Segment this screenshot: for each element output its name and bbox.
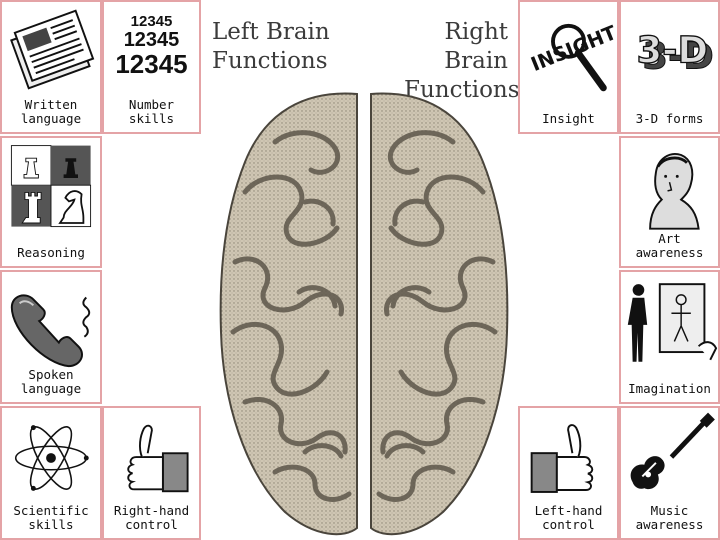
insight-word: INSIGHT [528,21,617,76]
left-gyri [230,130,352,502]
right-thumbs-up-icon [127,424,189,493]
left-hand-control-label: Left-hand control [534,503,603,532]
three-d-front: 3-D [637,29,709,72]
tile-right-hand-control: Right-hand control [102,406,201,540]
imagination-label: Imagination [628,381,711,396]
atom-icon [14,425,89,491]
spoken-language-label: Spoken language [20,367,82,396]
number-medium: 12345 [123,28,180,51]
tile-insight: INSIGHT Insight [518,0,619,134]
art-awareness-label: Art awareness [635,231,704,260]
tile-3d-forms: 3-D 3-D 3-D forms [619,0,720,134]
right-hand-control-label: Right-hand control [113,503,190,532]
written-language-label: Written language [20,97,82,126]
number-skills-label: Number skills [128,97,175,126]
brain-illustration [219,92,509,536]
tile-reasoning: Reasoning [0,136,102,268]
guitar-icon [630,412,715,490]
left-brain-heading: Left Brain Functions [212,19,330,74]
tile-written-language: Written language [0,0,102,134]
music-awareness-label: Music awareness [635,503,704,532]
three-d-shadow: 3-D [642,34,714,77]
left-thumbs-up-icon [530,424,594,493]
tile-music-awareness: Music awareness [619,406,720,540]
right-gyri [376,130,498,502]
newspaper-icon [10,9,95,90]
statue-head-icon [649,153,700,230]
number-large: 12345 [115,48,188,79]
tile-scientific-skills: Scientific skills [0,406,102,540]
tile-art-awareness: Art awareness [619,136,720,268]
scientific-skills-label: Scientific skills [13,503,89,532]
tile-imagination: Imagination [619,270,720,404]
3d-forms-label: 3-D forms [635,111,704,126]
tile-spoken-language: Spoken language [0,270,102,404]
reasoning-label: Reasoning [17,245,85,260]
number-small: 12345 [130,13,173,30]
chess-pieces-icon [10,145,92,228]
three-d-letters-icon: 3-D 3-D [636,28,715,78]
numbers-art: 12345 12345 12345 [104,14,199,78]
tile-number-skills: 12345 12345 12345 Number skills [102,0,201,134]
tile-left-hand-control: Left-hand control [518,406,619,540]
figure-drawing-icon [627,283,718,362]
magnifying-glass-icon: INSIGHT [528,21,617,92]
insight-label: Insight [542,111,595,126]
right-brain-heading: Right Brain Functions [404,19,520,103]
telephone-icon [10,294,91,368]
